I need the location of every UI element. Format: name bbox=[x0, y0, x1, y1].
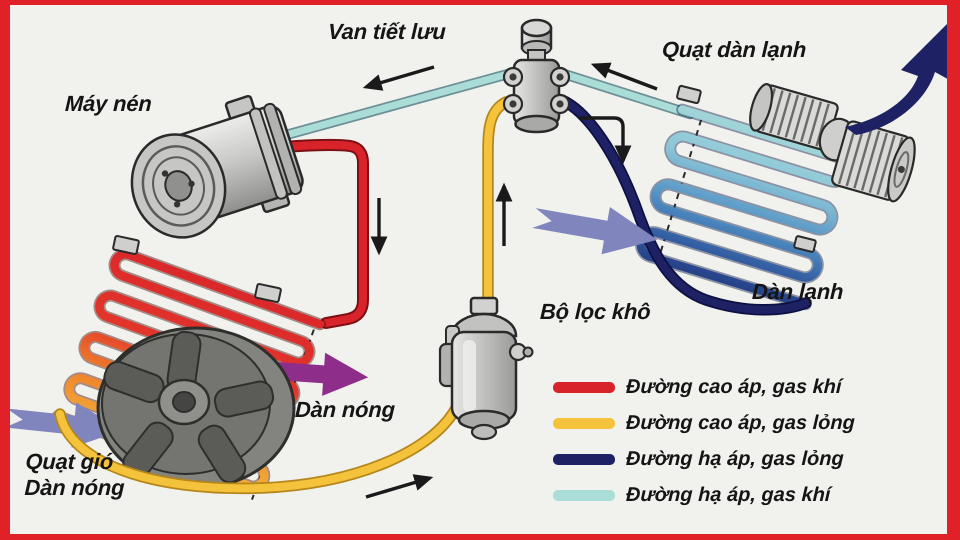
hot-air-out-arrow-icon bbox=[261, 352, 369, 396]
flow-arrows bbox=[362, 62, 658, 499]
label-receiver-drier: Bộ lọc khô bbox=[539, 299, 651, 324]
pipe-high-pressure-gas bbox=[244, 139, 369, 329]
pipe-low-pressure-liquid bbox=[556, 94, 812, 316]
legend-label: Đường hạ áp, gas khí bbox=[625, 483, 831, 506]
flow-arrow-to-compressor-icon bbox=[362, 65, 435, 91]
label-expansion-valve: Van tiết lưu bbox=[327, 19, 447, 44]
compressor-illustration bbox=[130, 94, 304, 239]
legend-swatch-high-pressure-gas bbox=[553, 381, 615, 393]
legend-label: Đường cao áp, gas khí bbox=[625, 375, 842, 398]
label-condenser: Dàn nóng bbox=[294, 397, 396, 422]
label-condenser-fan: Quạt gió Dàn nóng bbox=[24, 449, 125, 500]
receiver-drier-illustration bbox=[438, 296, 534, 441]
flow-arrow-to-valve-icon bbox=[590, 62, 658, 91]
legend-label: Đường cao áp, gas lỏng bbox=[625, 411, 856, 434]
legend: Đường cao áp, gas khí Đường cao áp, gas … bbox=[553, 376, 855, 506]
legend-item: Đường hạ áp, gas lỏng bbox=[553, 448, 855, 470]
legend-item: Đường cao áp, gas khí bbox=[553, 376, 855, 398]
legend-item: Đường hạ áp, gas khí bbox=[553, 484, 855, 506]
label-evaporator: Dàn lạnh bbox=[751, 279, 844, 304]
evaporator-coil bbox=[635, 84, 853, 311]
label-evaporator-fan: Quạt dàn lạnh bbox=[661, 37, 807, 62]
flow-arrow-valve-down-icon bbox=[580, 116, 632, 165]
pipe-high-pressure-liquid bbox=[54, 96, 512, 495]
expansion-valve-illustration bbox=[502, 18, 571, 134]
legend-item: Đường cao áp, gas lỏng bbox=[553, 412, 855, 434]
condenser-fan-illustration bbox=[96, 326, 296, 490]
flow-arrow-to-drier-icon bbox=[365, 474, 434, 499]
evaporator-blower-illustration bbox=[749, 83, 916, 203]
evaporator-bracket-icon bbox=[676, 84, 817, 253]
legend-label: Đường hạ áp, gas lỏng bbox=[625, 447, 845, 470]
label-compressor: Máy nén bbox=[64, 91, 153, 116]
evaporator-airflow-arrow-icon bbox=[532, 207, 658, 255]
pipe-low-pressure-gas bbox=[262, 68, 696, 146]
legend-swatch-low-pressure-liquid bbox=[553, 453, 615, 465]
cold-air-out-arrow-icon bbox=[845, 24, 947, 135]
legend-swatch-low-pressure-gas bbox=[553, 489, 615, 501]
condenser-bracket-icon bbox=[112, 235, 282, 303]
legend-swatch-high-pressure-liquid bbox=[553, 417, 615, 429]
